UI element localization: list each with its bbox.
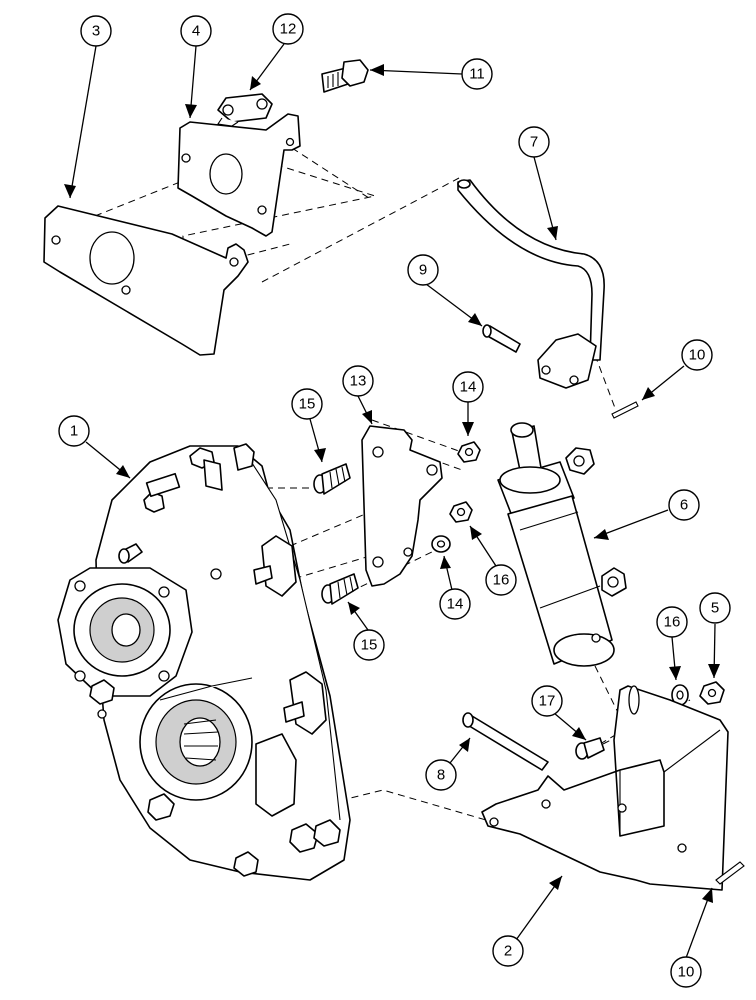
callout-16-upper: 16	[485, 564, 517, 596]
callout-label-15-lower: 15	[361, 637, 378, 654]
callout-label-5: 5	[711, 600, 719, 617]
callout-10-lower: 10	[670, 956, 702, 988]
link-plate-part-12	[217, 93, 273, 127]
callout-label-14-upper: 14	[460, 379, 477, 396]
callout-12: 12	[272, 13, 304, 45]
washer-part-14-lower	[431, 535, 451, 553]
handle-rod-part-7	[457, 179, 605, 389]
callout-label-13: 13	[350, 373, 367, 390]
bolt-part-15-lower	[321, 573, 359, 605]
leader-arrowheads	[64, 64, 720, 903]
callout-1: 1	[58, 415, 90, 447]
callout-label-2: 2	[504, 943, 512, 960]
callout-15-lower: 15	[353, 629, 385, 661]
bracket-part-4	[177, 113, 301, 237]
callout-label-7: 7	[530, 134, 538, 151]
callout-label-12: 12	[280, 21, 297, 38]
callout-label-10-lower: 10	[678, 964, 695, 981]
callout-label-11: 11	[469, 66, 485, 83]
nut-part-16-upper	[449, 501, 473, 523]
callout-14-upper: 14	[452, 371, 484, 403]
callout-5: 5	[699, 592, 731, 624]
callout-8: 8	[425, 759, 457, 791]
callout-9: 9	[407, 254, 439, 286]
callout-17: 17	[531, 685, 563, 717]
callout-10-upper: 10	[681, 339, 713, 371]
cylinder-bracket-part-2	[481, 685, 729, 891]
callout-label-4: 4	[192, 23, 200, 40]
pin-part-9	[482, 324, 521, 353]
callout-label-16-upper: 16	[493, 572, 510, 589]
callout-7: 7	[518, 126, 550, 158]
callout-11: 11	[461, 58, 493, 90]
callout-label-14-lower: 14	[447, 596, 464, 613]
cotter-pin-part-10-upper	[611, 401, 639, 419]
bolt-part-11	[321, 59, 369, 93]
callout-label-9: 9	[419, 262, 427, 279]
callout-label-16-lower: 16	[664, 614, 681, 631]
callout-label-8: 8	[437, 767, 445, 784]
callout-4: 4	[180, 15, 212, 47]
bolt-part-17	[575, 737, 605, 760]
callout-3: 3	[80, 15, 112, 47]
nut-part-5	[699, 681, 725, 705]
hydraulic-cylinder-part-6	[497, 422, 627, 667]
callout-14-lower: 14	[439, 588, 471, 620]
gearbox-housing-part-1	[57, 443, 351, 881]
callout-6: 6	[668, 489, 700, 521]
callout-13: 13	[342, 365, 374, 397]
callout-16-lower: 16	[656, 606, 688, 638]
callout-label-15-upper: 15	[299, 396, 316, 413]
mounting-plate-part-3	[43, 205, 249, 356]
cotter-pin-part-10-lower	[715, 861, 745, 885]
mounting-bracket-part-13	[361, 425, 443, 587]
callout-2: 2	[492, 935, 524, 967]
bolt-part-15-upper	[313, 463, 351, 495]
callout-label-17: 17	[539, 693, 556, 710]
washer-part-16-lower	[671, 684, 689, 706]
callout-label-3: 3	[92, 23, 100, 40]
nut-part-14-upper	[457, 441, 481, 463]
callout-label-6: 6	[680, 497, 688, 514]
long-pin-part-8	[462, 712, 549, 771]
callout-15-upper: 15	[291, 388, 323, 420]
callout-label-1: 1	[70, 423, 78, 440]
callout-label-10-upper: 10	[689, 347, 706, 364]
